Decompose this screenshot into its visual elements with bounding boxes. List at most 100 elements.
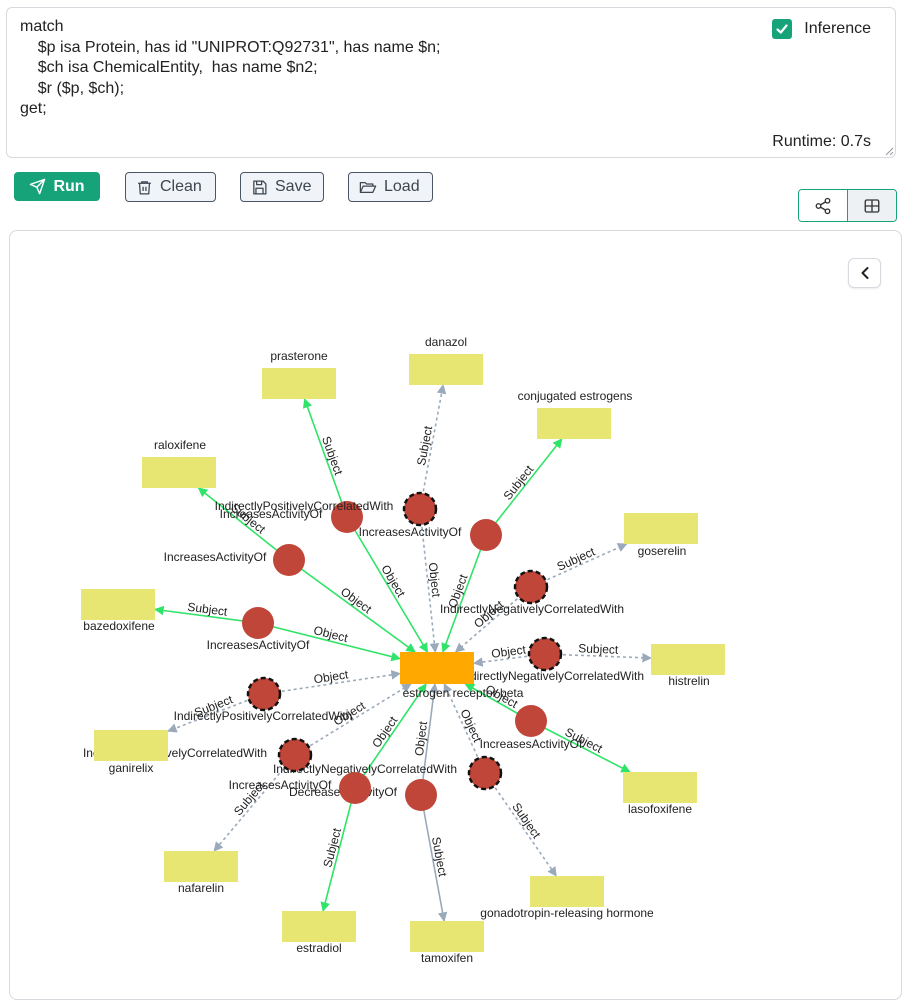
subject-edge-label: Subject [555,544,598,573]
table-view-button[interactable] [848,190,896,221]
relation-node[interactable] [402,491,438,527]
load-label: Load [384,178,420,195]
collapse-panel-button[interactable] [848,258,881,288]
relation-node-label: IncreasesActivityOf [229,778,332,792]
entity-node[interactable] [409,354,483,385]
entity-node[interactable] [164,851,238,882]
relation-node[interactable] [513,569,549,605]
entity-node-label: histrelin [668,674,709,688]
object-edge-label: Object [378,562,408,600]
entity-node[interactable] [530,876,604,907]
relation-node[interactable] [277,737,313,773]
graph-view-button[interactable] [799,190,848,221]
save-icon [253,179,267,195]
send-icon [30,178,46,195]
clean-button[interactable]: Clean [125,172,216,202]
relation-node-label: IncreasesActivityOf [207,638,310,652]
subject-edge-label: Subject [319,434,346,477]
object-edge [443,683,486,774]
subject-edge-label: Subject [414,424,435,467]
object-edge [454,586,532,653]
entity-node-label: goserelin [638,544,687,558]
object-edge [441,534,487,653]
entity-node[interactable] [282,911,356,942]
subject-edge-label: Subject [320,826,344,869]
relation-node[interactable] [331,501,363,533]
trash-icon [138,180,151,195]
inference-toggle[interactable]: Inference [772,19,871,39]
entity-node[interactable] [537,408,611,439]
subject-edge-label: Subject [500,462,536,503]
entity-node[interactable] [81,589,155,620]
entity-node-label: conjugated estrogens [518,389,633,403]
query-editor[interactable]: match $p isa Protein, has id "UNIPROT:Q9… [6,7,896,158]
entity-node[interactable] [410,921,484,952]
query-line: $p isa Protein, has id "UNIPROT:Q92731",… [20,38,441,56]
relation-node-label: IncreasesActivityOf [220,507,323,521]
entity-node-label: ganirelix [109,761,154,775]
entity-node[interactable] [624,513,698,544]
relation-node[interactable] [515,705,547,737]
entity-node[interactable] [262,368,336,399]
subject-edge-label: Subject [578,641,619,657]
subject-edge [485,438,563,536]
relation-node[interactable] [467,755,503,791]
run-label: Run [53,177,85,195]
entity-node-label: gonadotropin-releasing hormone [480,906,654,920]
query-line: match [20,18,64,35]
relation-node-label: IndirectlyNegativelyCorrelatedWith [273,762,457,776]
graph-nodes: raloxifeneIncreasesActivityOfprasteroneI… [81,335,725,965]
relation-node-label: IncreasesActivityOf [164,550,267,564]
entity-node-label: lasofoxifene [628,802,692,816]
clean-label: Clean [160,178,202,195]
object-edge-label: Object [313,667,350,686]
entity-node-label: estradiol [296,941,341,955]
subject-edge [484,772,557,877]
object-edge [346,516,429,653]
relation-node-label: IndirectlyNegativelyCorrelatedWith [440,602,624,616]
relation-node[interactable] [273,544,305,576]
object-edge [294,683,412,756]
relation-node[interactable] [527,636,563,672]
save-button[interactable]: Save [240,172,324,202]
runtime-label: Runtime: 0.7s [772,133,871,150]
graph-edges [154,384,652,922]
entity-node[interactable] [651,644,725,675]
relation-node-label: IncreasesActivityOf [359,525,462,539]
inference-checkbox[interactable] [772,19,793,39]
query-line: $ch isa ChemicalEntity, has name $n2; [20,59,318,76]
object-edge [263,670,401,695]
entity-node-label: danazol [425,335,467,349]
subject-edge [302,398,348,518]
table-grid-icon [864,198,880,213]
subject-edge [320,787,356,912]
entity-node-label: raloxifene [154,438,206,452]
entity-node[interactable] [94,730,168,761]
center-protein-node[interactable] [400,652,474,684]
relation-node[interactable] [470,519,502,551]
share-graph-icon [815,197,831,214]
relation-node[interactable] [405,779,437,811]
object-edge [288,559,416,653]
load-button[interactable]: Load [348,172,433,202]
object-edge [354,683,427,789]
subject-edge [197,487,290,561]
query-text[interactable]: match $p isa Protein, has id "UNIPROT:Q9… [20,17,440,120]
relation-node[interactable] [242,607,274,639]
relation-node-label: IndirectlyNegativelyCorrelatedWith [460,669,644,683]
relation-node[interactable] [246,676,282,712]
relation-node[interactable] [339,772,371,804]
subject-edge [213,754,296,852]
resize-handle-icon[interactable] [885,147,894,156]
entity-node-label: tamoxifen [421,951,473,965]
object-edge [420,683,439,796]
entity-node[interactable] [142,457,216,488]
subject-edge-label: Subject [187,600,229,619]
relation-node-label: IncreasesActivityOf [480,737,583,751]
entity-node[interactable] [623,772,697,803]
subject-edge-label: Subject [509,800,544,841]
subject-edge [167,693,265,733]
query-line: $r ($p, $ch); [20,79,125,97]
run-button[interactable]: Run [14,172,100,201]
